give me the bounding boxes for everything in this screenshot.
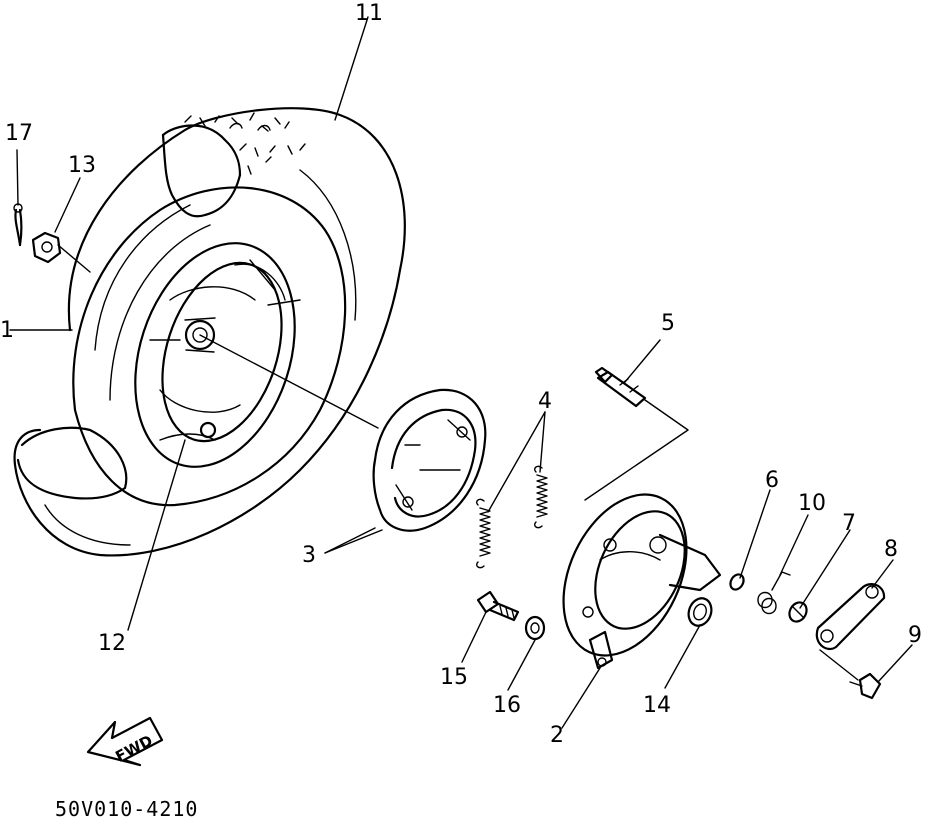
o-ring xyxy=(729,573,745,591)
fwd-label: FWD xyxy=(112,731,155,765)
forward-direction-arrow: FWD xyxy=(86,716,164,767)
callout-labels: 1 2 3 4 5 6 7 8 9 10 11 12 13 14 15 16 1… xyxy=(0,1,922,748)
lever-bolt xyxy=(849,672,882,700)
oil-seal xyxy=(687,597,713,627)
callout-14: 14 xyxy=(643,693,671,718)
callout-5: 5 xyxy=(661,311,675,336)
brake-shoe-plate xyxy=(562,493,722,670)
drawing-code: 50V010-4210 xyxy=(55,797,198,821)
callout-6: 6 xyxy=(765,468,779,493)
brake-springs xyxy=(475,465,548,569)
washer xyxy=(524,615,546,641)
tire-and-wheel xyxy=(13,107,406,557)
axle-nut xyxy=(31,231,91,273)
tread-pattern xyxy=(184,112,306,175)
callout-10: 10 xyxy=(798,491,826,516)
return-spring xyxy=(757,571,791,615)
bolt xyxy=(476,590,520,622)
brake-camshaft xyxy=(594,366,647,408)
callout-16: 16 xyxy=(493,693,521,718)
callout-12: 12 xyxy=(98,631,126,656)
callout-8: 8 xyxy=(884,537,898,562)
callout-17: 17 xyxy=(5,121,33,146)
callout-3: 3 xyxy=(302,543,316,568)
callout-4: 4 xyxy=(538,389,552,414)
leader-lines xyxy=(9,16,913,729)
cotter-pin xyxy=(13,203,23,247)
callout-1: 1 xyxy=(0,318,14,343)
wear-indicator xyxy=(788,601,808,623)
brake-shoe-assembly xyxy=(372,388,487,532)
callout-11: 11 xyxy=(355,1,383,26)
callout-2: 2 xyxy=(550,723,564,748)
callout-7: 7 xyxy=(842,511,856,536)
callout-9: 9 xyxy=(908,623,922,648)
callout-15: 15 xyxy=(440,665,468,690)
camshaft-lever xyxy=(815,583,886,651)
callout-13: 13 xyxy=(68,153,96,178)
